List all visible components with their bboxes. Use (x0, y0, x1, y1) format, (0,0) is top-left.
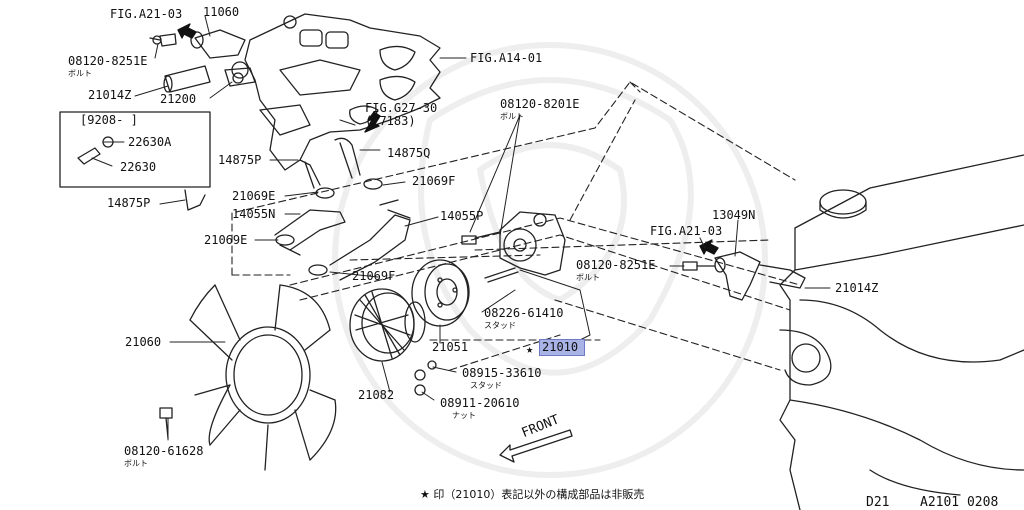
label-bolt-top: ボルト (68, 69, 92, 78)
label-stud-2: スタッド (470, 381, 502, 390)
label-bolt-right: ボルト (576, 273, 600, 282)
label-14875p-upper[interactable]: 14875P (218, 153, 262, 167)
label-21014z-right[interactable]: 21014Z (835, 281, 879, 295)
label-fig-a21-03-top[interactable]: FIG.A21-03 (110, 7, 183, 21)
front-arrow (499, 429, 573, 463)
label-fig-g27-30[interactable]: FIG.G27-30 (365, 101, 438, 115)
label-14055p[interactable]: 14055P (440, 209, 484, 223)
label-14055n[interactable]: 14055N (232, 207, 276, 221)
footer-note: ★ 印（21010）表記以外の構成部品は非販売 (420, 488, 645, 501)
label-bolt-bottom: ボルト (124, 459, 148, 468)
pulley-21051 (411, 259, 470, 327)
label-11060[interactable]: 11060 (203, 5, 240, 19)
label-fig-a21-03-right[interactable]: FIG.A21-03 (650, 224, 723, 238)
label-21010-highlighted[interactable]: 21010 (539, 339, 586, 356)
label-08120-61628[interactable]: 08120-61628 (124, 444, 204, 458)
label-08226-61410[interactable]: 08226-61410 (484, 306, 564, 320)
engine-block (779, 154, 1024, 510)
fan-21060 (189, 284, 337, 471)
label-08120-8201e[interactable]: 08120-8201E (500, 97, 580, 111)
label-13049n[interactable]: 13049N (712, 208, 756, 222)
ref-code: A2101 0208 (920, 495, 999, 510)
label-21069e-upper[interactable]: 21069E (232, 189, 276, 203)
label-21069e-lower[interactable]: 21069E (204, 233, 248, 247)
label-14875p-lower[interactable]: 14875P (107, 196, 151, 210)
label-stud-1: スタッド (484, 321, 516, 330)
bolts-and-nuts (159, 360, 437, 439)
label-21082[interactable]: 21082 (358, 388, 395, 402)
label-nut: ナット (452, 411, 476, 420)
water-outlet-11060 (149, 29, 246, 59)
label-bracket-range: [9208- ] (80, 113, 138, 127)
hoses-and-clamps (184, 137, 411, 281)
label-08120-8251e-top[interactable]: 08120-8251E (68, 54, 148, 68)
fan-clutch-21082 (349, 288, 426, 362)
sensor-box-22630 (59, 111, 211, 188)
label-21051[interactable]: 21051 (432, 340, 469, 354)
label-21069f-lower[interactable]: 21069F (352, 269, 396, 283)
arrows (177, 23, 719, 255)
label-27183: (27183) (365, 114, 416, 128)
water-pump-21010 (461, 211, 566, 283)
thermostat-21200 (163, 65, 256, 93)
label-bolt-mid: ボルト (500, 112, 524, 121)
page-code: D21 (866, 495, 890, 510)
label-08911-20610[interactable]: 08911-20610 (440, 396, 520, 410)
leader-lines (91, 15, 831, 441)
star-marker: ★ (526, 342, 534, 356)
label-fig-a14-01[interactable]: FIG.A14-01 (470, 51, 543, 65)
label-08915-33610[interactable]: 08915-33610 (462, 366, 542, 380)
label-21200[interactable]: 21200 (160, 92, 197, 106)
label-21069f-upper[interactable]: 21069F (412, 174, 456, 188)
label-21060[interactable]: 21060 (125, 335, 162, 349)
label-22630[interactable]: 22630 (120, 160, 157, 174)
label-21014z-left[interactable]: 21014Z (88, 88, 132, 102)
thermo-housing-13049n (682, 251, 806, 301)
label-08120-8251e-right[interactable]: 08120-8251E (576, 258, 656, 272)
label-22630a[interactable]: 22630A (128, 135, 172, 149)
label-14875q[interactable]: 14875Q (387, 146, 431, 160)
